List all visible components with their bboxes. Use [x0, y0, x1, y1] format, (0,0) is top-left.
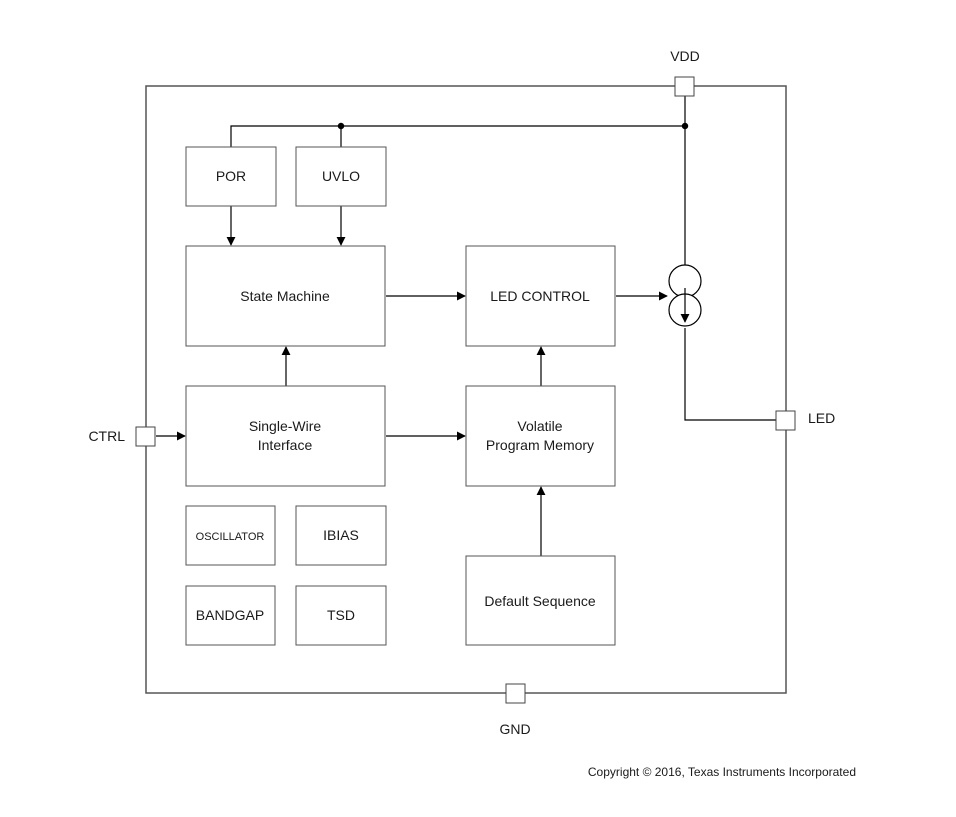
gnd-pin [505, 683, 526, 704]
gnd-pin-label: GND [499, 721, 530, 737]
vdd-pin [674, 76, 695, 97]
block-bandgap: BANDGAP [185, 585, 276, 646]
ctrl-pin [135, 426, 156, 447]
volatile-label-line1: Volatile [517, 418, 562, 434]
source-to-led-wire [684, 328, 776, 421]
bandgap-label: BANDGAP [196, 607, 264, 623]
por-label: POR [216, 168, 246, 184]
oscillator-label: OSCILLATOR [196, 531, 265, 543]
ibias-label: IBIAS [323, 527, 359, 543]
block-uvlo: UVLO [295, 146, 387, 207]
uvlo-label: UVLO [322, 168, 360, 184]
block-default-sequence: Default Sequence [465, 555, 616, 646]
single-wire-label-line2: Interface [258, 437, 313, 453]
copyright-notice: Copyright © 2016, Texas Instruments Inco… [588, 765, 856, 779]
vdd-rail [230, 125, 685, 147]
junction-dot-uvlo [337, 122, 345, 130]
single-wire-label-line1: Single-Wire [249, 418, 322, 434]
volatile-label-line2: Program Memory [486, 437, 594, 453]
led-control-label: LED CONTROL [490, 288, 590, 304]
current-source-icon [668, 264, 702, 327]
ctrl-pin-label: CTRL [88, 428, 125, 444]
block-state-machine: State Machine [185, 245, 386, 347]
block-por: POR [185, 146, 277, 207]
block-ibias: IBIAS [295, 505, 387, 566]
block-led-control: LED CONTROL [465, 245, 616, 347]
led-pin-label: LED [808, 410, 835, 426]
state-machine-label: State Machine [240, 288, 330, 304]
block-volatile-program-memory: Volatile Program Memory [465, 385, 616, 487]
junction-dot-vdd [681, 122, 689, 130]
led-pin [775, 410, 796, 431]
tsd-label: TSD [327, 607, 355, 623]
default-sequence-label: Default Sequence [484, 593, 596, 609]
block-tsd: TSD [295, 585, 387, 646]
block-single-wire-interface: Single-Wire Interface [185, 385, 386, 487]
block-oscillator: OSCILLATOR [185, 505, 276, 566]
chip-outline [145, 85, 787, 694]
vdd-pin-label: VDD [670, 48, 700, 64]
